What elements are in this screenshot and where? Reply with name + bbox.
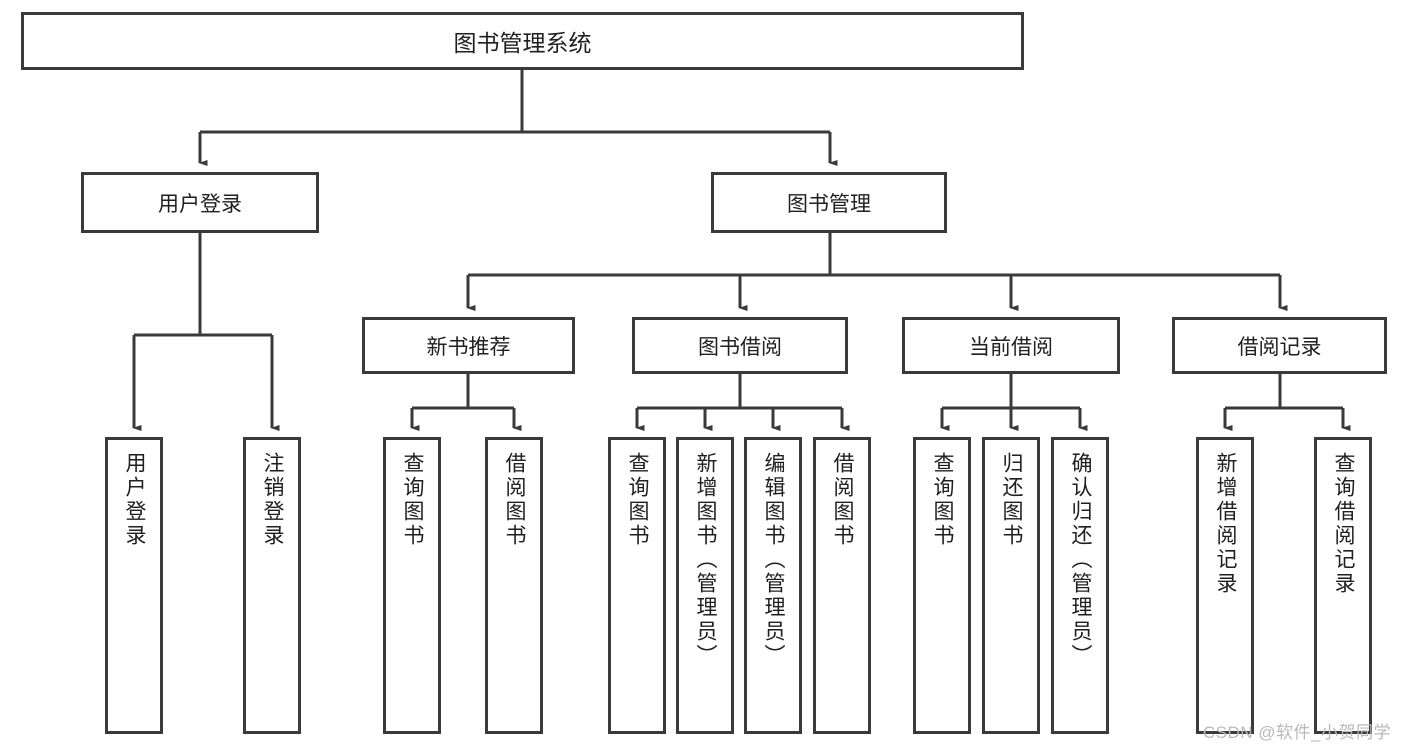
leaf-user-login-logout[interactable]: 注销登录: [243, 437, 301, 734]
watermark: CSDN @软件_小贺同学: [1202, 723, 1391, 742]
node-label: 图书借阅: [698, 335, 782, 359]
node-label: 用户登录: [158, 192, 242, 216]
leaf-book-borrow-borrow-book[interactable]: 借阅图书: [813, 437, 871, 734]
leaf-label: 用户登录: [123, 452, 147, 548]
node-label: 当前借阅: [969, 335, 1053, 359]
leaf-label: 查询图书: [401, 452, 425, 548]
node-current-borrow[interactable]: 当前借阅: [902, 317, 1120, 374]
leaf-label: 借阅图书: [503, 452, 527, 548]
node-new-book-recommend[interactable]: 新书推荐: [362, 317, 575, 374]
leaf-label: 归还图书: [1000, 452, 1024, 548]
leaf-user-login-login[interactable]: 用户登录: [105, 437, 163, 734]
node-label: 图书管理: [787, 192, 871, 216]
node-book-borrow[interactable]: 图书借阅: [632, 317, 848, 374]
leaf-label: 借阅图书: [831, 452, 855, 548]
leaf-new-book-query-book[interactable]: 查询图书: [383, 437, 441, 734]
leaf-label: 注销登录: [261, 452, 285, 548]
node-label: 借阅记录: [1237, 335, 1322, 359]
node-borrow-records[interactable]: 借阅记录: [1172, 317, 1387, 374]
leaf-book-borrow-edit-book-admin[interactable]: 编辑图书（管理员）: [744, 437, 802, 734]
leaf-current-borrow-query-book[interactable]: 查询图书: [913, 437, 971, 734]
leaf-label: 查询图书: [931, 452, 955, 548]
leaf-label: 确认归还（管理员）: [1069, 452, 1093, 668]
leaf-current-borrow-confirm-return-admin[interactable]: 确认归还（管理员）: [1051, 437, 1109, 734]
leaf-current-borrow-return-book[interactable]: 归还图书: [982, 437, 1040, 734]
leaf-label: 编辑图书（管理员）: [762, 452, 786, 668]
node-root-book-management-system[interactable]: 图书管理系统: [21, 12, 1024, 70]
leaf-borrow-records-add-record[interactable]: 新增借阅记录: [1196, 437, 1254, 734]
leaf-label: 查询借阅记录: [1332, 452, 1356, 596]
leaf-book-borrow-add-book-admin[interactable]: 新增图书（管理员）: [676, 437, 734, 734]
node-label: 新书推荐: [426, 335, 511, 359]
node-user-login[interactable]: 用户登录: [81, 172, 319, 233]
leaf-borrow-records-query-record[interactable]: 查询借阅记录: [1314, 437, 1372, 734]
node-book-management[interactable]: 图书管理: [711, 172, 947, 233]
leaf-book-borrow-query-book[interactable]: 查询图书: [608, 437, 666, 734]
node-label: 图书管理系统: [453, 30, 592, 56]
leaf-label: 新增图书（管理员）: [694, 452, 718, 668]
leaf-label: 查询图书: [626, 452, 650, 548]
leaf-new-book-borrow-book[interactable]: 借阅图书: [485, 437, 543, 734]
leaf-label: 新增借阅记录: [1214, 452, 1238, 596]
